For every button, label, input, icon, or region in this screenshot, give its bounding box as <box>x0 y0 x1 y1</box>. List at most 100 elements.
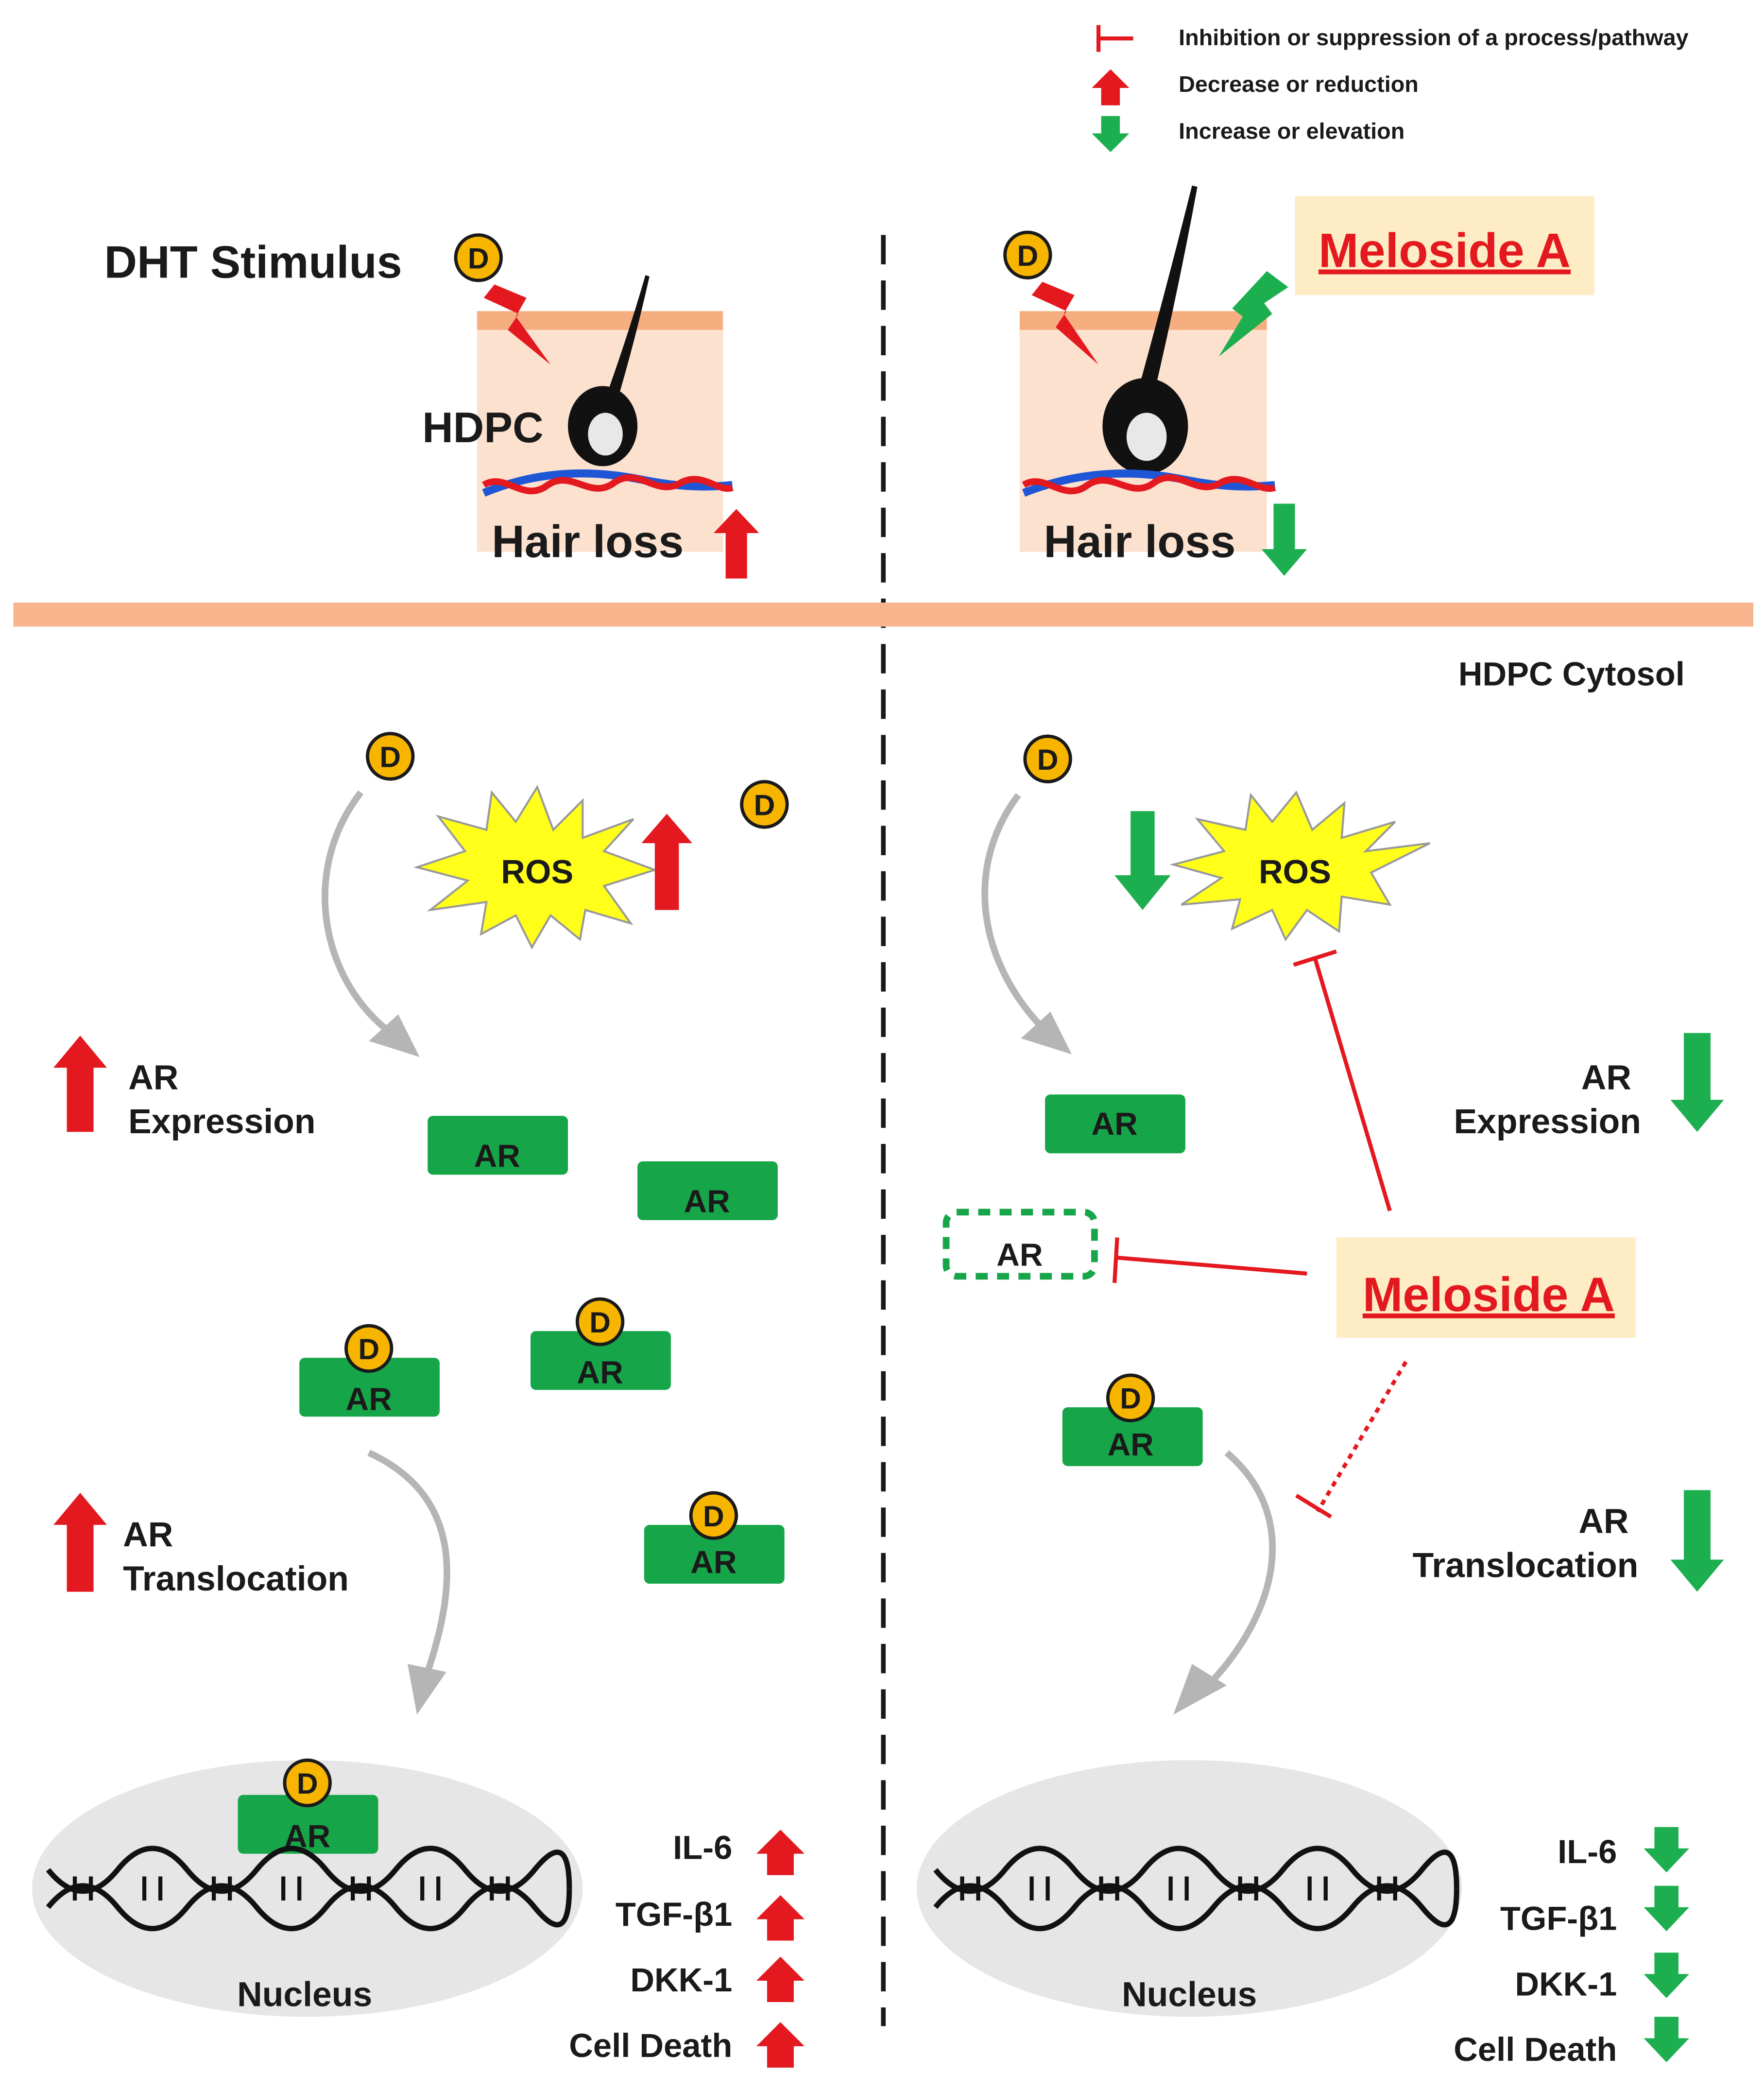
ar-receptor: AR <box>428 1116 568 1175</box>
red-up-arrow-icon <box>53 1493 107 1592</box>
horizontal-membrane-band <box>13 603 1753 627</box>
meloside-a-box-top <box>1295 196 1594 295</box>
green-down-arrow-icon <box>1670 1033 1724 1132</box>
top-right-panel: D Meloside A Hair loss <box>1005 185 1594 576</box>
marker-cell-death-left: Cell Death <box>569 2027 732 2064</box>
svg-text:D: D <box>703 1500 724 1533</box>
svg-text:D: D <box>754 788 775 821</box>
green-down-arrow-icon <box>1114 811 1171 910</box>
dht-molecule: D <box>1025 736 1071 782</box>
blood-vessel-red <box>482 474 734 495</box>
dht-stimulus-label: DHT Stimulus <box>104 237 402 288</box>
ar-expression-label-right: AR Expression <box>1454 1058 1641 1141</box>
blood-vessel-red <box>1022 474 1276 495</box>
green-down-arrow-icon <box>1261 503 1307 576</box>
red-up-arrow-icon <box>713 509 759 579</box>
inhibition-line-to-ar <box>1113 1237 1307 1283</box>
gray-curved-arrow <box>1208 1450 1276 1685</box>
meloside-a-label-top: Meloside A <box>1319 224 1571 277</box>
dht-molecule: D <box>742 782 788 828</box>
ar-translocation-label-left: AR Translocation <box>123 1515 349 1598</box>
ros-starburst <box>413 784 658 950</box>
gray-curved-arrow <box>367 1450 450 1673</box>
marker-il6-right: IL-6 <box>1558 1833 1617 1870</box>
red-up-arrow-icon <box>756 1956 805 2003</box>
hdpc-label: HDPC <box>422 403 543 451</box>
green-down-arrow-icon <box>1644 1953 1689 1998</box>
svg-text:AR: AR <box>684 1183 730 1219</box>
red-up-arrow-icon <box>641 813 692 910</box>
svg-text:D: D <box>1120 1382 1141 1415</box>
inhibition-line-to-ros <box>1293 950 1392 1211</box>
nucleus-label-left: Nucleus <box>237 1975 372 2014</box>
gray-curved-arrow <box>322 790 390 1033</box>
green-down-arrow-icon <box>1644 2017 1689 2062</box>
nucleus <box>917 1760 1462 2017</box>
inhibition-symbol-icon <box>1096 25 1133 52</box>
nucleus <box>32 1760 583 2017</box>
green-down-arrow-icon <box>1092 116 1130 152</box>
ar-receptor: AR <box>637 1161 778 1220</box>
legend-increase-label: Increase or elevation <box>1179 118 1404 143</box>
marker-il6-left: IL-6 <box>673 1829 732 1867</box>
ar-dht-complex: AR D <box>644 1493 785 1584</box>
ar-expression-label-left: AR Expression <box>128 1058 315 1141</box>
green-down-arrow-icon <box>1644 1827 1689 1873</box>
red-up-arrow-icon <box>1092 69 1130 105</box>
dermal-papilla <box>1126 413 1167 461</box>
lower-right-panel: HDPC Cytosol D ROS AR Expression AR AR <box>917 656 1724 2068</box>
legend: Inhibition or suppression of a process/p… <box>1092 25 1689 152</box>
marker-cell-death-right: Cell Death <box>1454 2031 1617 2068</box>
hair-loss-label-right: Hair loss <box>1044 516 1235 567</box>
legend-decrease-label: Decrease or reduction <box>1179 71 1419 97</box>
red-up-arrow-icon <box>53 1036 107 1132</box>
marker-dkk1-left: DKK-1 <box>630 1961 732 1999</box>
hair-loss-label-left: Hair loss <box>492 516 684 567</box>
red-up-arrow-icon <box>756 2022 805 2068</box>
dotted-inhibition-line-to-translocation <box>1295 1361 1408 1519</box>
dht-molecule: D <box>456 235 501 281</box>
ros-label: ROS <box>501 853 573 891</box>
green-down-arrow-icon <box>1670 1490 1724 1592</box>
red-lightning-icon <box>1031 281 1099 365</box>
svg-text:D: D <box>297 1767 318 1800</box>
svg-text:AR: AR <box>996 1236 1043 1272</box>
dermal-papilla <box>588 413 623 456</box>
svg-text:AR: AR <box>1091 1106 1137 1141</box>
meloside-a-label-bottom: Meloside A <box>1363 1267 1615 1321</box>
ros-label: ROS <box>1259 853 1331 891</box>
ros-starburst <box>1169 790 1431 942</box>
svg-text:AR: AR <box>474 1138 520 1174</box>
top-left-panel: DHT Stimulus D HDPC Hair loss <box>104 235 759 579</box>
ar-dht-complex: AR D <box>299 1326 440 1417</box>
ar-receptor: AR <box>1045 1094 1185 1154</box>
gray-arrow-head <box>1173 1664 1227 1715</box>
hdpc-cytosol-label: HDPC Cytosol <box>1458 656 1685 693</box>
svg-text:AR: AR <box>346 1381 392 1417</box>
svg-text:D: D <box>1037 743 1059 776</box>
hair-shaft <box>604 275 650 405</box>
dna-double-helix <box>46 1846 572 1932</box>
svg-text:AR: AR <box>577 1354 623 1390</box>
dht-molecule: D <box>1005 232 1051 278</box>
red-up-arrow-icon <box>756 1895 805 1941</box>
dna-double-helix <box>933 1846 1459 1932</box>
ar-dht-complex: AR D <box>531 1299 671 1390</box>
ar-translocation-label-right: AR Translocation <box>1413 1502 1639 1585</box>
red-up-arrow-icon <box>756 1830 805 1875</box>
svg-text:D: D <box>468 242 489 275</box>
svg-text:AR: AR <box>1107 1426 1153 1462</box>
green-down-arrow-icon <box>1644 1885 1689 1932</box>
svg-text:D: D <box>358 1332 379 1365</box>
red-lightning-icon <box>483 284 551 365</box>
svg-text:D: D <box>379 740 401 773</box>
svg-text:D: D <box>1017 239 1038 272</box>
ar-dht-complex: AR D <box>1062 1375 1203 1466</box>
dht-molecule: D <box>367 734 413 779</box>
gray-arrow-head <box>1021 1011 1072 1054</box>
lower-left-panel: D D ROS AR Expression AR AR AR D <box>32 734 805 2068</box>
ar-receptor-blocked: AR <box>942 1209 1098 1280</box>
gray-curved-arrow <box>981 793 1045 1030</box>
svg-text:AR: AR <box>690 1544 736 1580</box>
